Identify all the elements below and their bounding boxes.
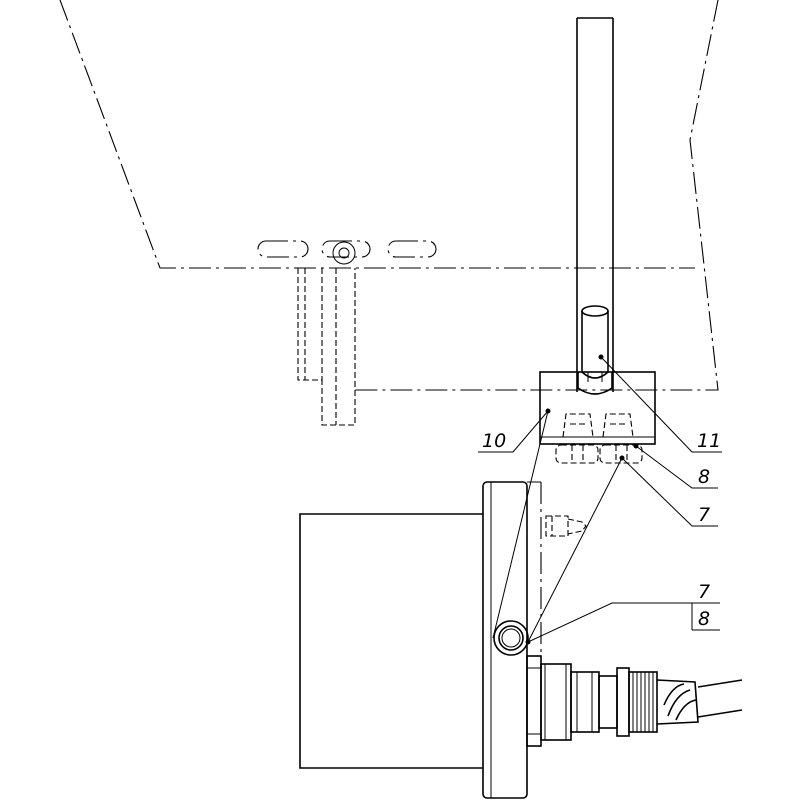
callout-10: 10	[482, 430, 506, 452]
callout-11: 11	[697, 430, 721, 452]
callout-7-lower: 7	[698, 581, 710, 603]
callout-7-upper: 7	[698, 504, 710, 526]
housing-slots	[257, 240, 437, 265]
vertical-rod	[576, 17, 614, 392]
hidden-bracket	[297, 268, 356, 426]
part-7-8-fasteners	[555, 443, 643, 464]
leader-lines	[478, 356, 722, 643]
callout-8-upper: 8	[698, 466, 710, 488]
flange-bolt-icon	[493, 620, 531, 656]
upper-housing-outline	[59, 0, 719, 391]
part-10-bracket	[539, 371, 656, 445]
sensor-body	[299, 481, 587, 799]
part-11-pin	[581, 305, 609, 382]
housing-bolt-icon	[332, 241, 356, 265]
callout-8-lower: 8	[698, 608, 710, 630]
cable-connector	[540, 663, 743, 741]
